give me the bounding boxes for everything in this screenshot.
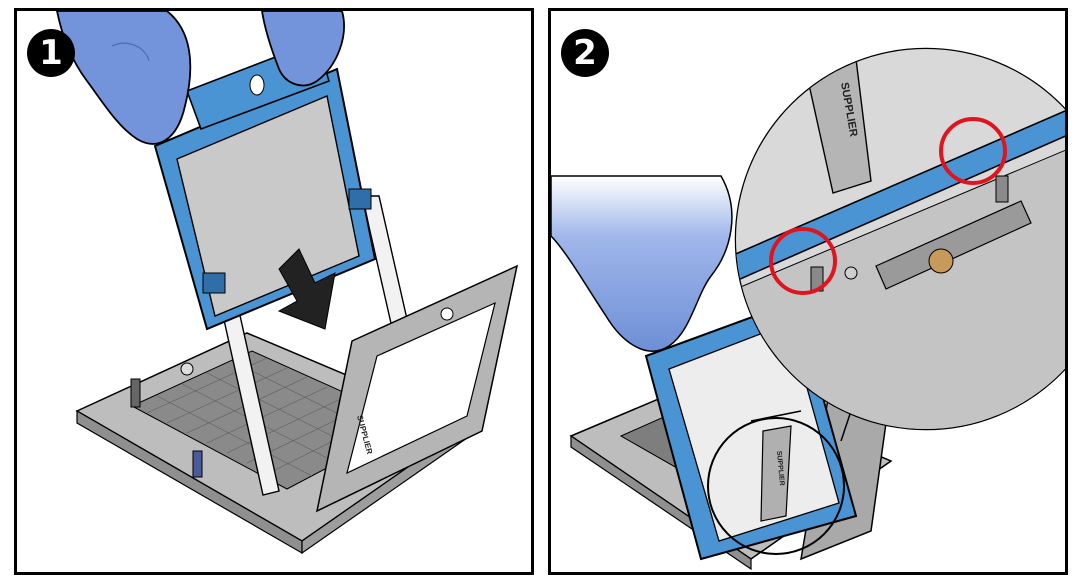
zoom-carrier-edge	[736, 89, 1065, 285]
step-number-badge: 2	[561, 29, 609, 77]
processor	[176, 95, 360, 317]
red-circle-icon	[769, 227, 837, 295]
supplier-label-small: SUPPLIER	[775, 451, 785, 486]
step-2-illustration: SUPPLIER SUPPLIER	[551, 47, 1065, 571]
zoom-post-right	[995, 175, 1009, 203]
glove-fingertip	[111, 42, 150, 62]
zoom-screw	[844, 266, 858, 280]
step-1-illustration: SUPPLIER	[56, 11, 519, 555]
step-2-panel: SUPPLIER SUPPLIER 2	[548, 8, 1068, 575]
glove-hand-right	[261, 11, 345, 87]
glove-hand-left	[56, 11, 192, 145]
zoom-detail-content: SUPPLIER	[736, 49, 1065, 429]
socket-hinge-frame-window	[346, 301, 496, 475]
magnify-source-circle	[707, 417, 845, 555]
socket-post-front	[192, 450, 203, 478]
hinge-frame-hole	[440, 307, 454, 321]
carrier-clip-left	[202, 272, 226, 294]
step-1-panel: SUPPLIER 1	[14, 8, 534, 575]
carrier-clip-right	[348, 188, 372, 210]
zoom-latch-bar	[875, 200, 1032, 290]
carrier-handle-hole	[249, 74, 265, 96]
down-arrow-icon	[277, 248, 336, 330]
step-number-badge: 1	[27, 29, 75, 77]
socket-post-left	[130, 378, 141, 408]
red-circle-icon	[939, 117, 1007, 185]
supplier-tab	[760, 425, 792, 522]
socket-screw-back	[180, 362, 194, 376]
glove-hand	[551, 175, 733, 352]
zoom-spring	[928, 248, 954, 274]
zoom-connector-left	[750, 410, 802, 422]
